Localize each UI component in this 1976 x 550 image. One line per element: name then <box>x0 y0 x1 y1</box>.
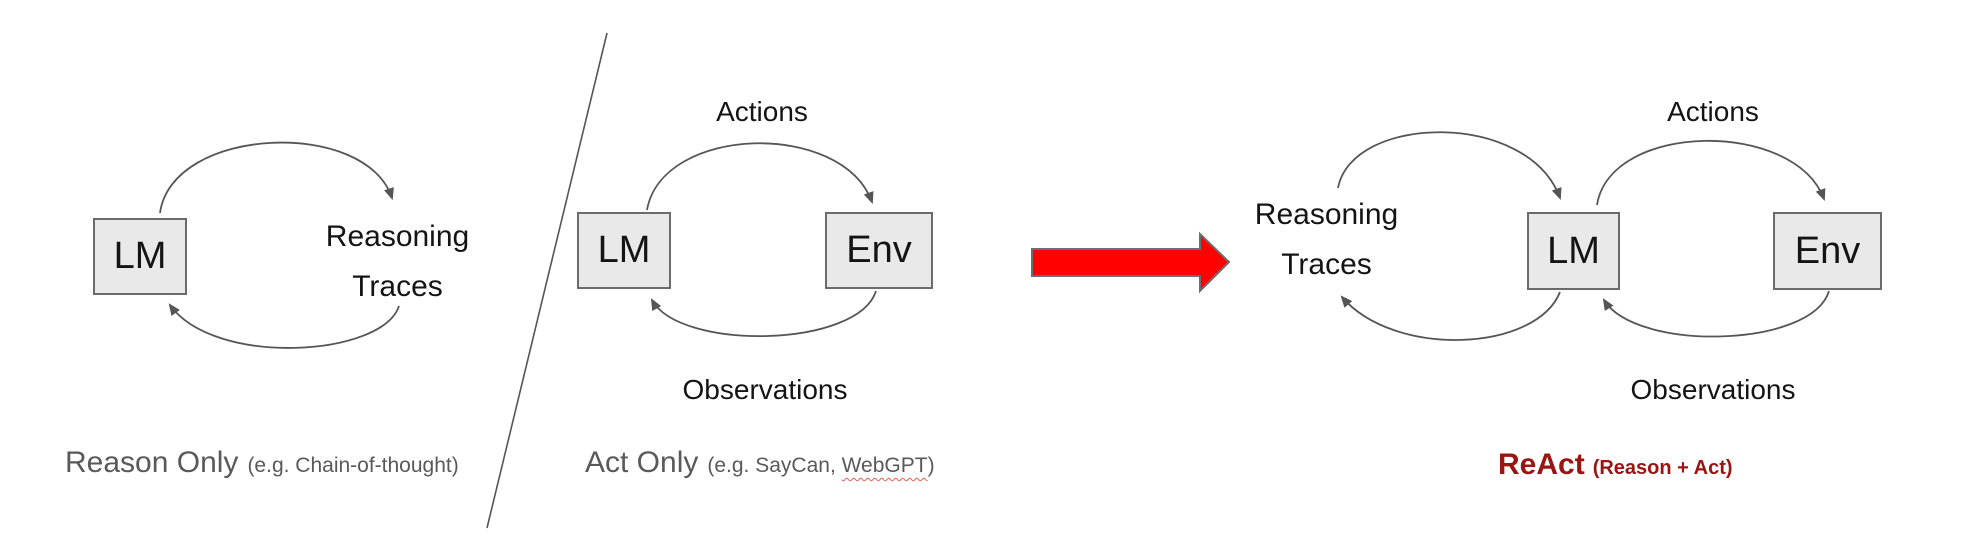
lm-box-label: LM <box>597 229 651 271</box>
reasoning-traces-label-react: Reasoning Traces <box>1229 190 1424 290</box>
caption-act-only-sub-suffix: ) <box>927 454 935 477</box>
lm-box-act-only: LM <box>577 212 671 289</box>
react-reason-loop-bottom-arc <box>1340 291 1561 341</box>
caption-react-main: ReAct <box>1498 448 1585 481</box>
caption-act-only-sub: (e.g. SayCan, WebGPT) <box>707 454 934 477</box>
caption-act-only-main: Act Only <box>585 446 699 479</box>
diagonal-divider-line <box>486 32 608 529</box>
react-act-loop-bottom-arc <box>1602 290 1830 338</box>
env-box-react: Env <box>1773 212 1882 290</box>
reasoning-line: Reasoning <box>1254 198 1399 231</box>
observations-label-react: Observations <box>1630 374 1796 405</box>
caption-react-sub: (Reason + Act) <box>1592 457 1733 479</box>
traces-line: Traces <box>352 270 443 303</box>
env-box-label: Env <box>846 229 912 271</box>
act-loop-bottom-arc <box>650 290 877 337</box>
actions-label-act-only: Actions <box>716 96 808 127</box>
react-act-loop-top-arc <box>1596 139 1826 206</box>
lm-box-reason-only: LM <box>93 218 187 295</box>
lm-box-label: LM <box>1547 229 1600 272</box>
lm-box-label: LM <box>113 235 167 277</box>
caption-act-only-webgpt: WebGPT <box>841 454 928 477</box>
caption-react: ReAct (Reason + Act) <box>1498 448 1733 482</box>
reason-loop-top-arc <box>159 141 394 214</box>
traces-line: Traces <box>1281 248 1372 281</box>
reasoning-line: Reasoning <box>325 220 470 253</box>
lm-box-react: LM <box>1527 212 1620 290</box>
caption-reason-only-sub: (e.g. Chain-of-thought) <box>247 454 459 477</box>
caption-act-only: Act Only (e.g. SayCan, WebGPT) <box>585 446 935 480</box>
actions-label-react: Actions <box>1667 96 1759 127</box>
caption-reason-only: Reason Only (e.g. Chain-of-thought) <box>65 446 459 480</box>
reason-loop-bottom-arc <box>168 303 400 349</box>
red-right-arrow-icon <box>1031 231 1231 294</box>
env-box-label: Env <box>1794 229 1861 272</box>
env-box-act-only: Env <box>825 212 933 289</box>
react-reason-loop-top-arc <box>1337 131 1562 201</box>
caption-reason-only-main: Reason Only <box>65 446 239 479</box>
caption-act-only-sub-prefix: (e.g. SayCan, <box>707 454 842 477</box>
act-loop-top-arc <box>646 142 874 211</box>
reasoning-traces-label-reason-only: Reasoning Traces <box>300 212 495 312</box>
observations-label-act-only: Observations <box>682 374 848 405</box>
